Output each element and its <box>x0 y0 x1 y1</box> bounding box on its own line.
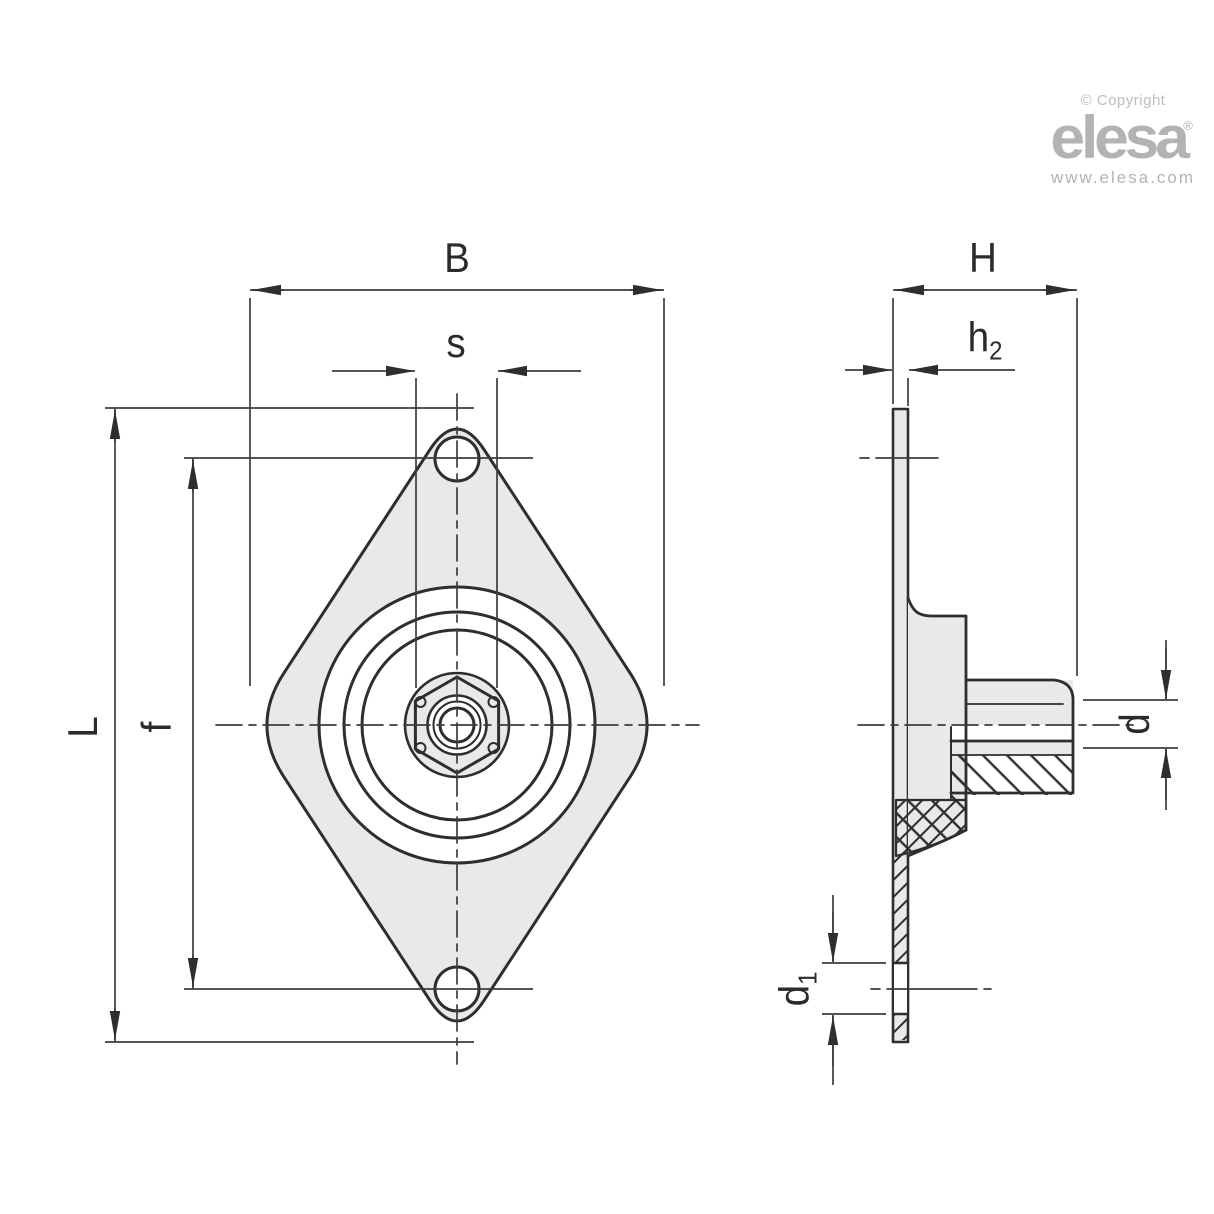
front-centerlines <box>215 393 700 1065</box>
boss-top-edge <box>906 596 968 832</box>
dim-label-H: H <box>969 234 997 281</box>
brand-block: © Copyright elesa® www.elesa.com <box>1038 92 1208 188</box>
front-view-drawing <box>215 393 700 1065</box>
hex-corner-dot <box>487 696 500 708</box>
hex-corner-dot <box>414 696 427 708</box>
registered-mark: ® <box>1183 118 1193 133</box>
website-text: www.elesa.com <box>1050 168 1196 187</box>
plate-hatch-upper <box>893 852 908 963</box>
copyright-text: © Copyright <box>1080 92 1166 109</box>
bore-lower-half <box>951 725 1072 741</box>
insert-hatch-step <box>951 755 966 800</box>
elesa-logo: elesa® <box>1050 104 1193 171</box>
dim-label-d: d <box>1111 713 1158 735</box>
dim-label-s: s <box>446 319 466 366</box>
boss-bottom-curve <box>906 828 968 858</box>
dim-label-B: B <box>444 234 470 281</box>
hex-corner-dot <box>414 742 427 754</box>
thread-band-lower <box>951 741 1072 755</box>
insert-hatch <box>951 755 1072 795</box>
dim-label-d1: d1 <box>770 971 823 1007</box>
side-centerlines <box>857 457 1141 990</box>
dimension-graphics <box>105 284 1178 1085</box>
hex-corner-dot <box>487 742 500 754</box>
dim-label-h2: h2 <box>967 313 1003 366</box>
stud-outline <box>949 678 1075 795</box>
stud-upper-half <box>966 680 1073 725</box>
dim-label-f: f <box>133 721 180 733</box>
plate-hatch-lower <box>893 1014 908 1040</box>
dim-label-L: L <box>59 716 106 738</box>
side-view-drawing <box>857 407 1141 1044</box>
